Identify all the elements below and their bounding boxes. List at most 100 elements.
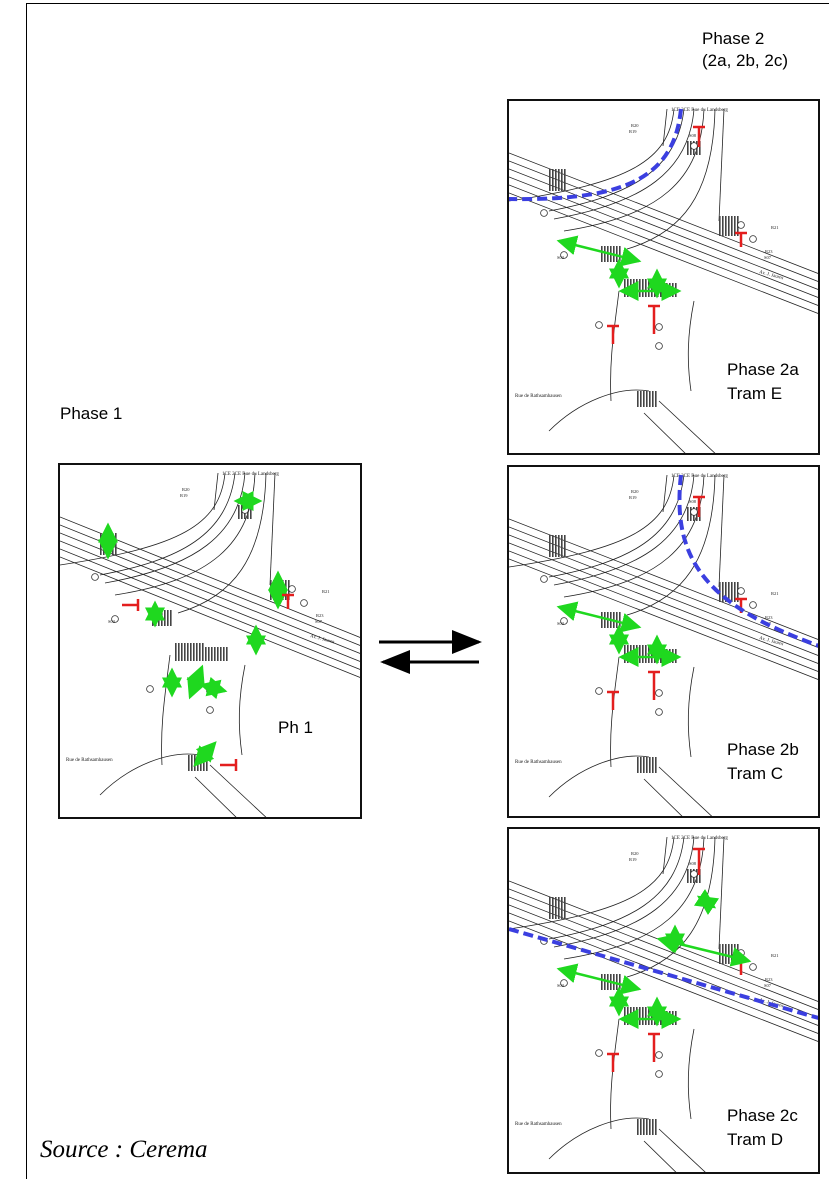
signal-head: [111, 615, 119, 623]
panel-phase1-label: Ph 1: [278, 718, 313, 737]
signal-label-R23: R23: [765, 615, 773, 620]
ped-arrow: [556, 235, 642, 267]
signal-label-R20: R20: [631, 851, 639, 856]
signal-head: [737, 221, 745, 229]
ped-arrow: [199, 676, 228, 700]
street-label-north: 1CE 2CE Rue du Landsberg: [222, 472, 279, 477]
signal-head: [749, 963, 757, 971]
signal-label-R23: R23: [765, 249, 773, 254]
signal-label-R21: R21: [771, 953, 779, 958]
street-label-southwest: Rue de Rathsamhausen: [515, 394, 562, 399]
southwest-street: [548, 389, 650, 432]
signal-label-S07: S07: [315, 619, 323, 624]
southwest-street: [643, 1140, 677, 1172]
panel-phase2a-tram: Tram E: [727, 384, 783, 403]
street-label-east: Av. J. Jaures: [309, 634, 334, 645]
southwest-street: [643, 778, 683, 816]
street-label-north: 1CE 2CE Rue du Landsberg: [671, 108, 728, 113]
southwest-street: [658, 1128, 706, 1172]
signal-head: [288, 585, 296, 593]
crosswalk-south: [624, 645, 653, 663]
signal-head: [241, 506, 249, 514]
signal-head: [595, 687, 603, 695]
ped-arrow: [556, 963, 642, 995]
north-street-curve: [99, 472, 236, 576]
avenue-line: [509, 904, 818, 1026]
signal-head: [690, 870, 698, 878]
signal-head: [690, 508, 698, 516]
north-street-curve: [509, 836, 675, 930]
north-street-curve: [548, 836, 685, 940]
signal-head: [540, 209, 548, 217]
avenue-line: [509, 558, 818, 680]
signal-head: [690, 142, 698, 150]
phase2-title: Phase 2: [702, 29, 765, 48]
avenue-line: [60, 548, 360, 670]
signal-head: [655, 1051, 663, 1059]
crosswalk-west: [549, 897, 566, 919]
crosswalk-south: [175, 643, 204, 661]
north-street-curve: [509, 474, 675, 568]
street-label-southwest: Rue de Rathsamhausen: [515, 1122, 562, 1127]
signal-head: [655, 323, 663, 331]
street-label-north: 1CE 2CE Rue du Landsberg: [671, 474, 728, 479]
signal-label-R21: R21: [771, 591, 779, 596]
southwest-street: [658, 766, 713, 816]
signal-label-S08: S08: [689, 133, 697, 138]
panel-phase2b-label: Phase 2b: [727, 740, 799, 759]
avenue-line: [509, 192, 818, 314]
avenue-line: [60, 556, 360, 678]
signal-label-S02: S02: [557, 621, 564, 626]
street-label-east: Av. J. Jaures: [758, 270, 783, 281]
signal-head: [91, 573, 99, 581]
north-street-curve: [626, 108, 716, 250]
phase-transition-arrows: [379, 630, 482, 674]
north-street-curve: [509, 108, 675, 202]
southwest-street: [548, 1117, 650, 1160]
signal-label-R19: R19: [629, 129, 637, 134]
signal-label-R19: R19: [180, 493, 188, 498]
signal-head: [749, 601, 757, 609]
signal-label-R20: R20: [631, 123, 639, 128]
signal-label-R21: R21: [322, 589, 330, 594]
north-street-curve: [104, 472, 246, 584]
north-street-curve: [553, 108, 695, 220]
avenue-line: [60, 540, 360, 662]
signal-label-S08: S08: [689, 861, 697, 866]
south-street: [687, 1028, 695, 1120]
signal-head: [655, 342, 663, 350]
crosswalk-southwest: [637, 757, 657, 773]
avenue-line: [509, 184, 818, 306]
signal-head: [595, 1049, 603, 1057]
street-label-east: Av. J. Jaures: [758, 636, 783, 647]
signal-label-S08: S08: [689, 499, 697, 504]
southwest-street: [209, 764, 267, 817]
avenue-line: [509, 920, 818, 1042]
crosswalk-south: [624, 1007, 653, 1025]
street-label-north: 1CE 2CE Rue du Landsberg: [671, 836, 728, 841]
signal-head: [655, 708, 663, 716]
crosswalk-west: [549, 535, 566, 557]
south-street: [610, 1018, 620, 1130]
signal-label-S02: S02: [557, 255, 564, 260]
signal-head: [655, 1070, 663, 1078]
tram-path-E: [509, 108, 683, 202]
signal-label-R23: R23: [316, 613, 324, 618]
southwest-street: [548, 755, 650, 798]
street-label-southwest: Rue de Rathsamhausen: [515, 760, 562, 765]
phase1-title: Phase 1: [60, 404, 123, 423]
signal-head: [540, 575, 548, 583]
southwest-street: [643, 412, 686, 453]
ped-arrow: [693, 888, 720, 916]
signal-label-S07: S07: [764, 255, 772, 260]
panel-phase2c-tram: Tram D: [727, 1130, 784, 1149]
avenue-line: [509, 176, 818, 298]
ped-arrow: [556, 601, 642, 633]
north-street-edge: [718, 474, 725, 588]
north-street-edge: [662, 108, 668, 147]
